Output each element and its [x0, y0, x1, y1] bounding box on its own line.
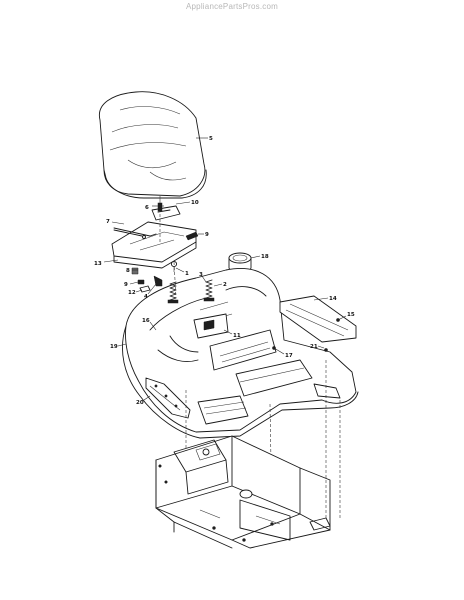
callout-5: 5: [209, 136, 213, 142]
callout-4: 4: [144, 294, 148, 300]
adjust-rod: [113, 227, 157, 237]
callout-6: 6: [145, 205, 149, 211]
foot-pad-left: [145, 377, 191, 419]
frame: [155, 435, 331, 549]
callout-7: 7: [106, 219, 110, 225]
knob: [185, 231, 199, 241]
callout-17: 17: [285, 353, 293, 359]
fender-deck: [122, 268, 359, 439]
callout-2: 2: [223, 282, 227, 288]
callouts: 5 6 10 7 9 13 8 9 12 4 1 18 3 2 16 11 19…: [94, 136, 355, 406]
callout-10: 10: [191, 200, 199, 206]
foot-pad-right: [279, 295, 357, 343]
callout-9: 9: [205, 232, 209, 238]
callout-19: 19: [110, 344, 118, 350]
callout-13: 13: [94, 261, 102, 267]
watermark: AppliancePartsPros.com: [186, 2, 278, 11]
callout-16: 16: [142, 318, 150, 324]
callout-9-lower: 9: [124, 282, 128, 288]
seat-springs: [167, 279, 215, 304]
seat-hinge-bracket: [151, 196, 181, 221]
callout-12: 12: [128, 290, 136, 296]
seat-pan: [111, 221, 197, 269]
callout-8: 8: [126, 268, 130, 274]
leader-lines: [103, 137, 347, 401]
callout-21: 21: [310, 344, 318, 350]
seat: [98, 91, 207, 199]
callout-20: 20: [136, 400, 144, 406]
callout-3: 3: [199, 272, 203, 278]
callout-18: 18: [261, 254, 269, 260]
callout-15: 15: [347, 312, 355, 318]
callout-1: 1: [185, 271, 189, 277]
callout-11: 11: [233, 333, 241, 339]
callout-14: 14: [329, 296, 337, 302]
